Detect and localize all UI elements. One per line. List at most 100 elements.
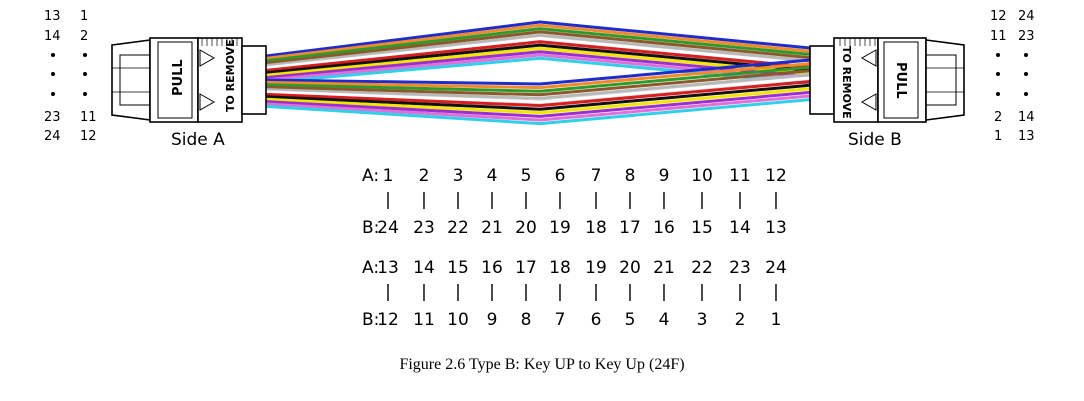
mapping-bar: | bbox=[489, 282, 495, 302]
side-b-fiber-number: 6 bbox=[590, 310, 602, 330]
mapping-bar: | bbox=[557, 190, 563, 210]
mapping-bar: | bbox=[737, 282, 743, 302]
ellipsis-dot bbox=[83, 92, 87, 96]
side-a-fiber-number: 16 bbox=[481, 258, 503, 278]
side-b-pin: 23 bbox=[1018, 29, 1035, 44]
ellipsis-dot bbox=[1024, 72, 1028, 76]
fiber-line bbox=[265, 72, 811, 100]
side-a-fiber-number: 2 bbox=[418, 166, 430, 186]
mapping-2-connectors: |||||||||||| bbox=[0, 282, 1084, 304]
fiber-line bbox=[265, 40, 811, 72]
side-a-fiber-number: 8 bbox=[624, 166, 636, 186]
side-a-fiber-number: 4 bbox=[486, 166, 498, 186]
mapping-bar: | bbox=[385, 282, 391, 302]
mapping-bar: | bbox=[385, 190, 391, 210]
side-a-pin: 14 bbox=[44, 29, 61, 44]
fiber-line bbox=[265, 98, 811, 126]
side-b-fiber-number: 22 bbox=[447, 218, 469, 238]
fiber-line bbox=[265, 37, 811, 70]
side-b-pin: 13 bbox=[1018, 129, 1035, 144]
row-prefix: A: bbox=[362, 166, 380, 186]
mapping-bar: | bbox=[421, 282, 427, 302]
side-b-fiber-number: 17 bbox=[619, 218, 641, 238]
row-prefix: B: bbox=[362, 218, 380, 238]
side-a-fiber-number: 17 bbox=[515, 258, 537, 278]
fiber-line bbox=[265, 62, 811, 90]
connector-boot-inner bbox=[925, 54, 957, 106]
fiber-line bbox=[265, 65, 811, 93]
fiber-bundle bbox=[265, 20, 811, 126]
mapping-1-connectors: |||||||||||| bbox=[0, 190, 1084, 212]
side-a-fiber-number: 10 bbox=[691, 166, 713, 186]
side-b-fiber-number: 14 bbox=[729, 218, 751, 238]
side-a-fiber-number: 18 bbox=[549, 258, 571, 278]
side-b-fiber-number: 12 bbox=[377, 310, 399, 330]
side-b-pin: 24 bbox=[1018, 9, 1035, 24]
side-b-fiber-number: 3 bbox=[696, 310, 708, 330]
side-b-fiber-number: 13 bbox=[765, 218, 787, 238]
side-a-pin: 13 bbox=[44, 9, 61, 24]
ellipsis-dot bbox=[83, 72, 87, 76]
side-a-fiber-number: 13 bbox=[377, 258, 399, 278]
side-b-fiber-number: 5 bbox=[624, 310, 636, 330]
side-b-fiber-number: 24 bbox=[377, 218, 399, 238]
fiber-line bbox=[265, 46, 811, 77]
mapping-bar: | bbox=[455, 282, 461, 302]
side-a-fiber-number: 24 bbox=[765, 258, 787, 278]
row-prefix: A: bbox=[362, 258, 380, 278]
side-a-fiber-number: 3 bbox=[452, 166, 464, 186]
side-a-pin: 1 bbox=[80, 9, 89, 24]
mapping-bar: | bbox=[593, 190, 599, 210]
side-a-fiber-number: 21 bbox=[653, 258, 675, 278]
side-a-pin: 11 bbox=[80, 110, 97, 125]
side-a-pin: 23 bbox=[44, 110, 61, 125]
side-a-fiber-number: 19 bbox=[585, 258, 607, 278]
fiber-line bbox=[265, 58, 811, 86]
connector-ferrule bbox=[241, 45, 267, 115]
fiber-line bbox=[265, 43, 811, 75]
side-a-fiber-number: 7 bbox=[590, 166, 602, 186]
side-b-fiber-number: 20 bbox=[515, 218, 537, 238]
mapping-bar: | bbox=[699, 282, 705, 302]
mapping-bar: | bbox=[773, 190, 779, 210]
ellipsis-dot bbox=[996, 53, 1000, 57]
side-b-pin: 2 bbox=[994, 110, 1003, 125]
side-a-fiber-number: 9 bbox=[658, 166, 670, 186]
cable-drawing: PULL TO REMOVE PULL TO REMOVE bbox=[111, 20, 965, 126]
side-a-fiber-number: 5 bbox=[520, 166, 532, 186]
side-b-fiber-number: 2 bbox=[734, 310, 746, 330]
side-a-fiber-number: 23 bbox=[729, 258, 751, 278]
mapping-bar: | bbox=[737, 190, 743, 210]
side-a-fiber-number: 1 bbox=[382, 166, 394, 186]
side-a-connector: PULL TO REMOVE bbox=[111, 37, 267, 123]
side-b-fiber-number: 4 bbox=[658, 310, 670, 330]
row-prefix: B: bbox=[362, 310, 380, 330]
fiber-line bbox=[265, 27, 811, 63]
side-b-pin: 1 bbox=[994, 129, 1003, 144]
side-a-fiber-number: 22 bbox=[691, 258, 713, 278]
side-a-pin: 12 bbox=[80, 129, 97, 144]
ellipsis-dot bbox=[996, 72, 1000, 76]
figure-caption: Figure 2.6 Type B: Key UP to Key Up (24F… bbox=[399, 356, 685, 373]
side-b-fiber-number: 19 bbox=[549, 218, 571, 238]
mapping-bar: | bbox=[557, 282, 563, 302]
side-b-fiber-number: 8 bbox=[520, 310, 532, 330]
fiber-line bbox=[265, 83, 811, 111]
side-b-pin: 12 bbox=[990, 9, 1007, 24]
connector-ferrule bbox=[809, 45, 835, 115]
side-a-fiber-number: 15 bbox=[447, 258, 469, 278]
ellipsis-dot bbox=[51, 72, 55, 76]
ellipsis-dot bbox=[1024, 53, 1028, 57]
side-b-pin: 11 bbox=[990, 29, 1007, 44]
ellipsis-dot bbox=[51, 53, 55, 57]
fiber-line bbox=[265, 69, 811, 97]
pull-label: PULL bbox=[893, 62, 908, 99]
side-b-fiber-number: 9 bbox=[486, 310, 498, 330]
mapping-bar: | bbox=[421, 190, 427, 210]
side-b-fiber-number: 10 bbox=[447, 310, 469, 330]
side-a-fiber-number: 12 bbox=[765, 166, 787, 186]
mapping-bar: | bbox=[455, 190, 461, 210]
side-a-fiber-number: 14 bbox=[413, 258, 435, 278]
